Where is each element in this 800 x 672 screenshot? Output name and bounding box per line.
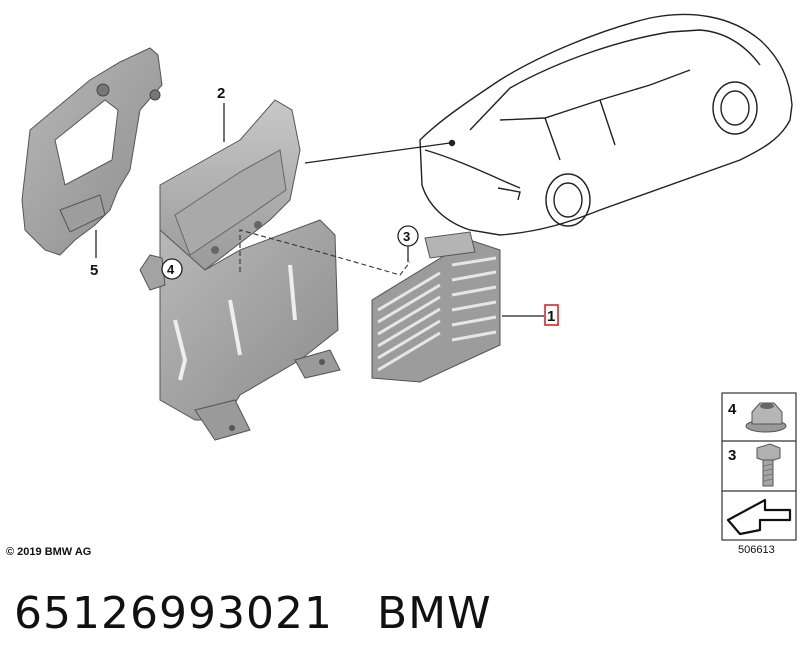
hardware-legend: 4 3 — [721, 392, 797, 541]
callout-1[interactable]: 1 — [544, 304, 559, 326]
legend-bolt-label: 3 — [728, 447, 736, 464]
callout-2[interactable]: 2 — [217, 85, 225, 102]
callout-3-circle — [397, 225, 419, 247]
callout-1-highlight — [544, 304, 559, 326]
copyright-text: © 2019 BMW AG — [6, 546, 91, 558]
assembly-lines — [239, 229, 411, 276]
callout-1-label: 1 — [547, 308, 555, 325]
diagram-number: 506613 — [738, 544, 775, 556]
callout-2-label: 2 — [217, 85, 225, 102]
leader-line-car — [304, 142, 451, 164]
part-1-control-unit — [371, 231, 501, 383]
part-2-bracket — [159, 99, 341, 441]
legend-item-nut[interactable]: 4 — [728, 401, 787, 433]
callout-3-label: 3 — [403, 229, 410, 244]
vehicle-outline — [419, 13, 793, 236]
part-number: 65126993021 — [14, 588, 333, 639]
callout-5-label: 5 — [90, 262, 98, 279]
part-4-clip — [139, 254, 166, 291]
legend-nut-label: 4 — [728, 401, 737, 418]
part-footer: 65126993021 BMW — [14, 588, 492, 639]
callout-4-circle — [161, 258, 183, 280]
callout-3[interactable]: 3 — [397, 225, 419, 247]
part-5-bracket — [21, 47, 163, 256]
flange-nut-icon — [745, 402, 787, 433]
bolt-icon — [756, 443, 781, 487]
brand-name: BMW — [376, 588, 492, 639]
direction-arrow-icon — [726, 498, 792, 536]
callout-4-label: 4 — [167, 262, 175, 277]
callout-5[interactable]: 5 — [90, 262, 98, 279]
legend-item-bolt[interactable]: 3 — [728, 443, 781, 487]
callout-4[interactable]: 4 — [161, 258, 183, 280]
